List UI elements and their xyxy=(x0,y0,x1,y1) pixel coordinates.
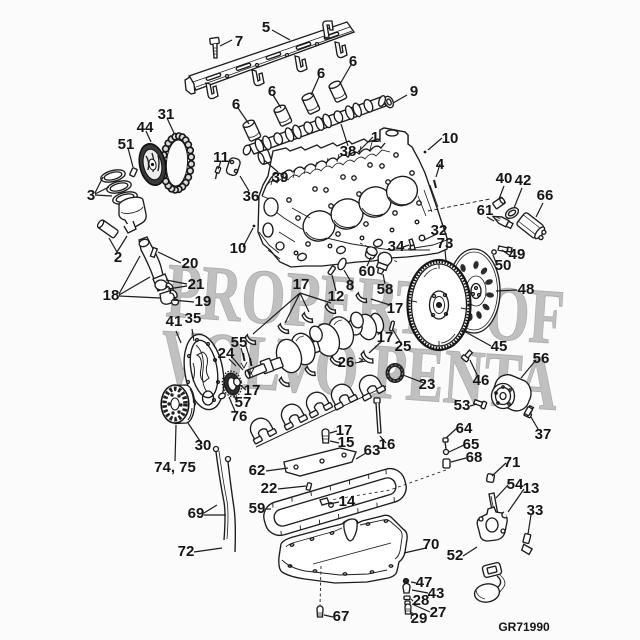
svg-text:52: 52 xyxy=(447,547,464,564)
svg-text:26: 26 xyxy=(338,354,355,371)
svg-text:10: 10 xyxy=(442,130,459,147)
svg-text:27: 27 xyxy=(430,604,447,621)
svg-text:74, 75: 74, 75 xyxy=(154,459,196,476)
svg-text:63: 63 xyxy=(364,442,381,459)
svg-text:72: 72 xyxy=(178,543,195,560)
svg-text:34: 34 xyxy=(388,238,405,255)
svg-text:62: 62 xyxy=(249,462,266,479)
svg-text:9: 9 xyxy=(410,83,418,100)
svg-text:18: 18 xyxy=(103,287,120,304)
svg-text:17: 17 xyxy=(293,276,310,293)
svg-text:42: 42 xyxy=(515,172,532,189)
svg-text:17: 17 xyxy=(377,329,394,346)
svg-text:53: 53 xyxy=(454,397,471,414)
svg-text:48: 48 xyxy=(518,281,535,298)
svg-text:22: 22 xyxy=(261,480,278,497)
svg-text:15: 15 xyxy=(338,434,355,451)
svg-text:10: 10 xyxy=(230,240,247,257)
svg-text:6: 6 xyxy=(349,53,357,70)
svg-text:43: 43 xyxy=(428,585,445,602)
svg-text:28: 28 xyxy=(413,592,430,609)
svg-text:67: 67 xyxy=(333,608,350,625)
svg-text:76: 76 xyxy=(231,408,248,425)
svg-text:17: 17 xyxy=(336,422,353,439)
svg-text:37: 37 xyxy=(535,426,552,443)
svg-text:4: 4 xyxy=(436,156,445,173)
svg-text:16: 16 xyxy=(379,436,396,453)
svg-text:50: 50 xyxy=(495,257,512,274)
svg-text:73: 73 xyxy=(437,235,454,252)
svg-text:6: 6 xyxy=(317,65,325,82)
svg-text:61: 61 xyxy=(477,202,494,219)
svg-text:68: 68 xyxy=(466,449,483,466)
svg-text:6: 6 xyxy=(232,96,240,113)
svg-text:32: 32 xyxy=(431,222,448,239)
svg-text:7: 7 xyxy=(235,33,243,50)
svg-text:60: 60 xyxy=(359,263,376,280)
svg-text:GR71990: GR71990 xyxy=(498,620,550,634)
svg-text:55: 55 xyxy=(231,334,248,351)
svg-text:38: 38 xyxy=(340,143,357,160)
svg-text:20: 20 xyxy=(182,255,199,272)
svg-text:25: 25 xyxy=(395,338,412,355)
svg-text:51: 51 xyxy=(118,136,135,153)
svg-text:11: 11 xyxy=(213,149,229,166)
svg-text:29: 29 xyxy=(411,610,428,627)
svg-text:6: 6 xyxy=(268,83,276,100)
svg-text:13: 13 xyxy=(523,480,540,497)
svg-text:17: 17 xyxy=(244,382,261,399)
svg-text:21: 21 xyxy=(188,276,205,293)
svg-text:5: 5 xyxy=(262,19,270,36)
svg-text:39: 39 xyxy=(272,169,289,186)
svg-text:56: 56 xyxy=(533,350,550,367)
svg-text:14: 14 xyxy=(339,493,356,510)
svg-text:24: 24 xyxy=(218,345,235,362)
svg-text:33: 33 xyxy=(527,502,544,519)
svg-text:44: 44 xyxy=(137,119,154,136)
svg-text:17: 17 xyxy=(387,300,404,317)
svg-text:12: 12 xyxy=(328,288,345,305)
svg-text:69: 69 xyxy=(188,505,205,522)
svg-text:64: 64 xyxy=(456,420,473,437)
svg-text:54: 54 xyxy=(507,476,524,493)
svg-text:45: 45 xyxy=(491,338,508,355)
svg-text:59: 59 xyxy=(249,500,266,517)
svg-text:19: 19 xyxy=(195,293,212,310)
svg-text:49: 49 xyxy=(509,246,526,263)
svg-text:30: 30 xyxy=(195,437,212,454)
svg-text:58: 58 xyxy=(377,281,394,298)
svg-text:40: 40 xyxy=(496,170,513,187)
svg-text:71: 71 xyxy=(504,454,521,471)
svg-text:66: 66 xyxy=(537,187,554,204)
svg-text:47: 47 xyxy=(416,574,433,591)
svg-text:41: 41 xyxy=(166,313,183,330)
svg-text:70: 70 xyxy=(423,536,440,553)
svg-text:46: 46 xyxy=(473,372,490,389)
svg-text:31: 31 xyxy=(158,106,175,123)
svg-text:65: 65 xyxy=(463,436,480,453)
svg-text:1: 1 xyxy=(371,129,379,146)
svg-text:3: 3 xyxy=(87,187,95,204)
svg-text:8: 8 xyxy=(346,277,354,294)
svg-text:2: 2 xyxy=(114,249,122,266)
svg-text:36: 36 xyxy=(243,188,260,205)
svg-text:23: 23 xyxy=(419,376,436,393)
svg-text:35: 35 xyxy=(185,310,202,327)
svg-text:57: 57 xyxy=(235,394,252,411)
